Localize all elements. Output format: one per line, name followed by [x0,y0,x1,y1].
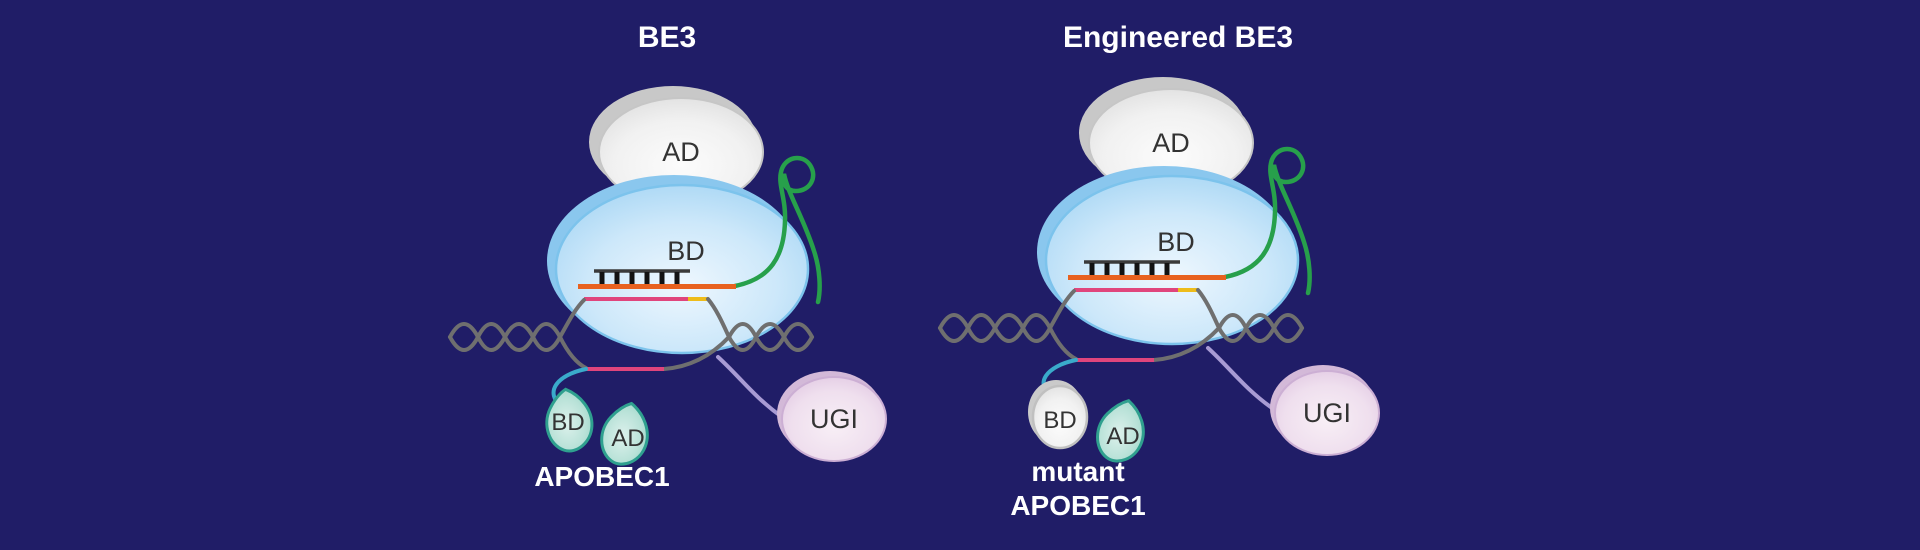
dna-strand [1048,289,1076,330]
dna-strand [727,322,814,352]
ugi-body [781,376,887,462]
dna-strand [558,335,588,370]
dna-strand [727,322,814,352]
apobec-bd-label: BD [551,409,584,436]
dna-double-helix [938,288,1304,362]
cas9-ad-label: AD [662,137,700,167]
dna-strand [1152,326,1221,362]
cas9-bd-body [1044,174,1300,346]
dna-strand [558,298,586,339]
apobec-caption-line2: APOBEC1 [1010,490,1145,521]
apobec-caption-line1: APOBEC1 [534,461,669,492]
dna-strand [662,335,731,371]
cas9-bd-label: BD [667,236,705,266]
apobec-bd-leaf-icon [545,387,594,453]
cas9-ad-label: AD [1152,128,1190,158]
apobec-bd-label: BD [1043,407,1076,434]
apobec-ad-leaf-icon [1096,399,1145,463]
apobec-ad-domain [1096,399,1145,463]
apobec-ad-leaf-icon [600,401,649,466]
dna-strand [448,322,562,352]
apobec-caption-line1: mutant [1031,456,1124,487]
apobec-ad-domain [600,401,649,466]
dna-strand [1196,288,1221,330]
dna-strand [706,297,731,339]
ugi-linker [716,355,784,419]
apobec-ad-label: AD [1106,423,1139,450]
panel-be3: AD BD [448,86,887,492]
panel-title-engineered-be3: Engineered BE3 [1063,21,1293,54]
ugi-linker [1206,346,1274,410]
ugi-label: UGI [1303,398,1351,428]
panel-title-be3: BE3 [638,21,696,54]
sgrna-scaffold-icon [732,155,822,305]
apobec-bd-domain-mutant [1028,380,1089,450]
apobec-bd-domain [545,387,594,453]
sgrna-scaffold-icon [1222,146,1312,296]
apobec-ad-label: AD [611,425,644,452]
cas9-bd-body [554,183,810,355]
apobec-bd-mutant-body [1031,384,1089,450]
dna-strand [1048,326,1078,361]
dna-strand [1217,313,1304,343]
base-pair-ticks [599,272,680,285]
base-pair-ticks [1089,263,1170,276]
ugi-body [1274,370,1380,456]
dna-strand [938,313,1052,343]
dna-double-helix [448,297,814,371]
cas9-bd-label: BD [1157,227,1195,257]
ugi-label: UGI [810,404,858,434]
panel-engineered-be3: AD BD [938,77,1380,521]
dna-strand [1217,313,1304,343]
